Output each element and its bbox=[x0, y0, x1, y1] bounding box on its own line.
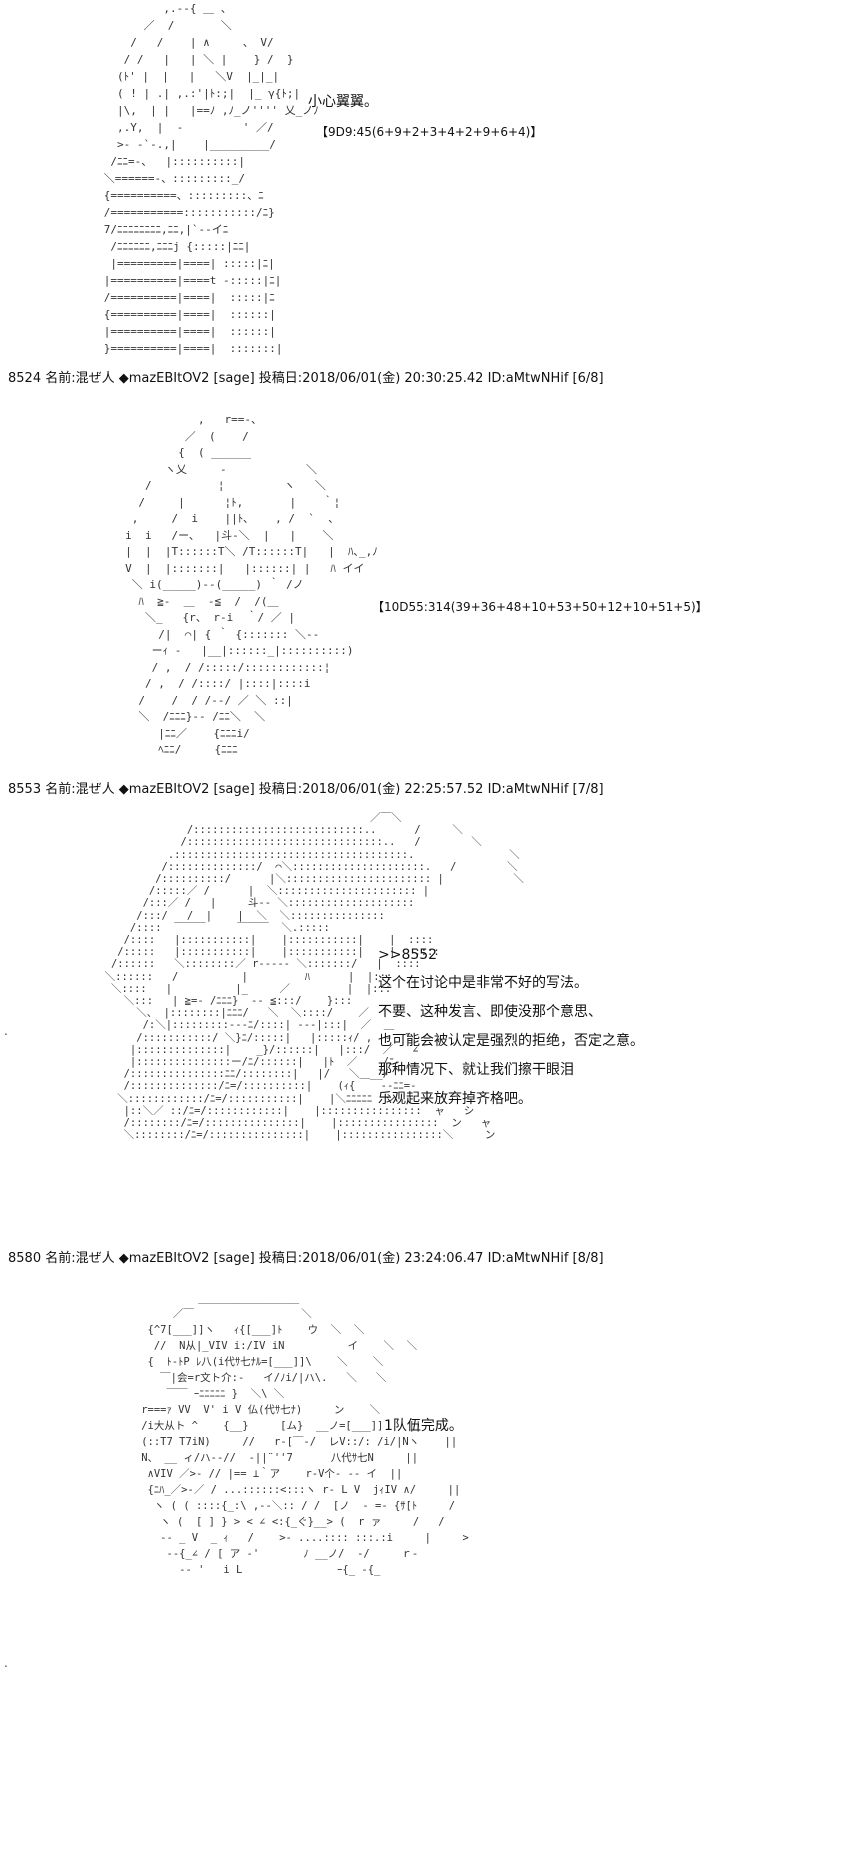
post-4-dialogue: 1队伍完成。 bbox=[384, 1412, 463, 1441]
ascii-art-3: ／￣＼ /:::::::::::::::::::::::::::.. / ＼ /… bbox=[104, 812, 524, 1142]
ascii-art-2: , r==-、 ／ ( / { ( ______ ヽ乂 ‐ ＼ / ¦ ヽ ＼ … bbox=[125, 413, 378, 756]
dialogue-line: 乐观起来放弃掉齐格吧。 bbox=[378, 1091, 532, 1107]
post-header-8553: 8553 名前:混ぜ人 ◆mazEBItOV2 [sage] 投稿日:2018/… bbox=[8, 782, 604, 797]
post-1-dialogue: 小心翼翼。 bbox=[308, 88, 378, 117]
dialogue-line: 这个在讨论中是非常不好的写法。 bbox=[378, 975, 588, 991]
dialogue-line: 不要、这种发言、即使没那个意思、 bbox=[378, 1004, 602, 1020]
dice-result-1: 【9D9:45(6+9+2+3+4+2+9+6+4)】 bbox=[316, 125, 543, 139]
post-header-8580: 8580 名前:混ぜ人 ◆mazEBItOV2 [sage] 投稿日:2018/… bbox=[8, 1251, 604, 1266]
ascii-art-4: ________________ ／￣ ＼ {^7[___]]ヽ ｨ{[___]… bbox=[141, 1292, 469, 1576]
reply-anchor-link[interactable]: >>8552 bbox=[378, 947, 438, 963]
dialogue-line: 1队伍完成。 bbox=[384, 1418, 463, 1434]
left-margin-dot: . bbox=[4, 1656, 8, 1670]
ascii-art-1: ,.-‐{ ＿ 、 ／ / ＼ / / | ∧ 、 V/ / / | | ＼ |… bbox=[103, 2, 319, 355]
post-3-dialogue: 这个在讨论中是非常不好的写法。 不要、这种发言、即使没那个意思、 也可能会被认定… bbox=[378, 969, 644, 1114]
dialogue-line: 那种情况下、就让我们擦干眼泪 bbox=[378, 1062, 574, 1078]
left-margin-dot: . bbox=[4, 1024, 8, 1038]
post-header-8524: 8524 名前:混ぜ人 ◆mazEBItOV2 [sage] 投稿日:2018/… bbox=[8, 371, 604, 386]
dice-result-2: 【10D55:314(39+36+48+10+53+50+12+10+51+5)… bbox=[372, 600, 708, 614]
dialogue-line: 小心翼翼。 bbox=[308, 94, 378, 110]
dialogue-line: 也可能会被认定是强烈的拒绝，否定之意。 bbox=[378, 1033, 644, 1049]
